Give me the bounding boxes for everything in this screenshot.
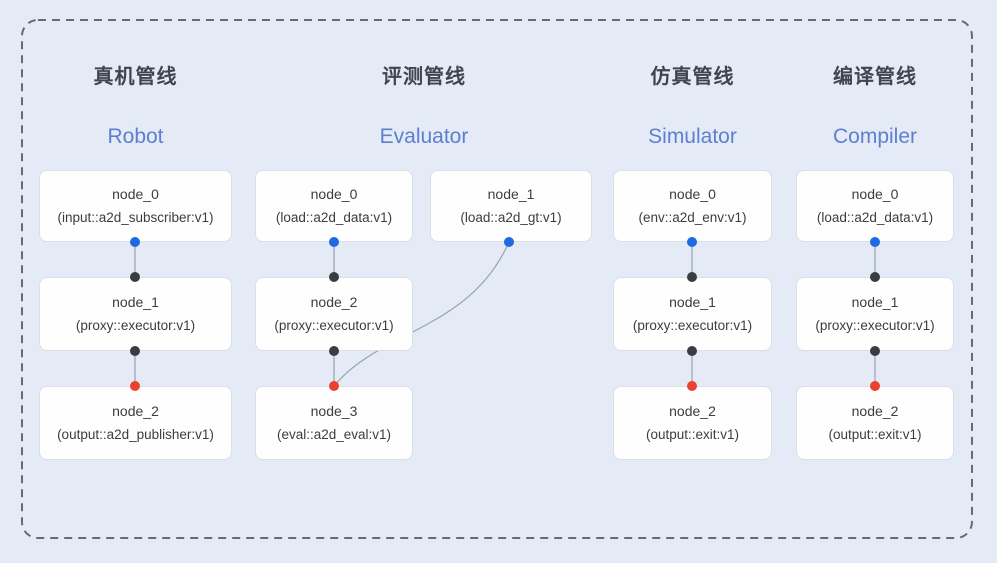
pipeline-title-zh-robot: 真机管线 — [93, 66, 178, 88]
pipeline-title-en-compiler: Compiler — [832, 125, 918, 148]
node-type: (eval::a2d_eval:v1) — [276, 427, 392, 442]
node-box-compiler-node0: node_0 (load::a2d_data:v1) — [796, 170, 954, 242]
node-box-robot-node1: node_1 (proxy::executor:v1) — [39, 277, 232, 351]
node-name: node_1 — [487, 186, 535, 202]
node-name: node_0 — [112, 186, 159, 202]
node-type: (output::exit:v1) — [828, 427, 922, 442]
node-box-compiler-node1: node_1 (proxy::executor:v1) — [796, 277, 954, 351]
node-type: (load::a2d_gt:v1) — [460, 210, 562, 225]
node-box-simulator-node2: node_2 (output::exit:v1) — [613, 386, 772, 460]
node-box-evaluator-node0: node_0 (load::a2d_data:v1) — [255, 170, 413, 242]
node-type: (proxy::executor:v1) — [632, 318, 753, 333]
node-name: node_2 — [112, 403, 159, 419]
pipeline-title-en-evaluator: Evaluator — [379, 125, 469, 148]
node-type: (load::a2d_data:v1) — [275, 210, 393, 225]
node-type: (input::a2d_subscriber:v1) — [57, 210, 214, 225]
node-type: (proxy::executor:v1) — [75, 318, 196, 333]
node-name: node_2 — [669, 403, 716, 419]
node-box-robot-node0: node_0 (input::a2d_subscriber:v1) — [39, 170, 232, 242]
node-type: (proxy::executor:v1) — [815, 318, 935, 333]
pipeline-title-en-simulator: Simulator — [648, 125, 737, 148]
node-box-evaluator-node3: node_3 (eval::a2d_eval:v1) — [255, 386, 413, 460]
pipeline-title-en-robot: Robot — [107, 125, 164, 148]
node-box-simulator-node1: node_1 (proxy::executor:v1) — [613, 277, 772, 351]
node-name: node_2 — [851, 403, 899, 419]
node-name: node_0 — [669, 186, 716, 202]
node-name: node_0 — [851, 186, 899, 202]
node-box-simulator-node0: node_0 (env::a2d_env:v1) — [613, 170, 772, 242]
pipeline-title-zh-compiler: 编译管线 — [833, 66, 917, 88]
node-name: node_1 — [112, 294, 159, 310]
node-type: (output::a2d_publisher:v1) — [57, 427, 214, 442]
pipeline-title-zh-evaluator: 评测管线 — [382, 66, 466, 88]
pipeline-title-zh-simulator: 仿真管线 — [650, 66, 735, 88]
node-box-evaluator-node2: node_2 (proxy::executor:v1) — [255, 277, 413, 351]
node-name: node_1 — [669, 294, 716, 310]
node-type: (proxy::executor:v1) — [274, 318, 394, 333]
node-type: (load::a2d_data:v1) — [816, 210, 934, 225]
node-name: node_3 — [310, 403, 358, 419]
node-name: node_0 — [310, 186, 358, 202]
node-box-robot-node2: node_2 (output::a2d_publisher:v1) — [39, 386, 232, 460]
node-type: (env::a2d_env:v1) — [638, 210, 747, 225]
node-type: (output::exit:v1) — [645, 427, 740, 442]
node-box-evaluator-node1: node_1 (load::a2d_gt:v1) — [430, 170, 592, 242]
node-box-compiler-node2: node_2 (output::exit:v1) — [796, 386, 954, 460]
node-name: node_1 — [851, 294, 899, 310]
node-name: node_2 — [310, 294, 358, 310]
